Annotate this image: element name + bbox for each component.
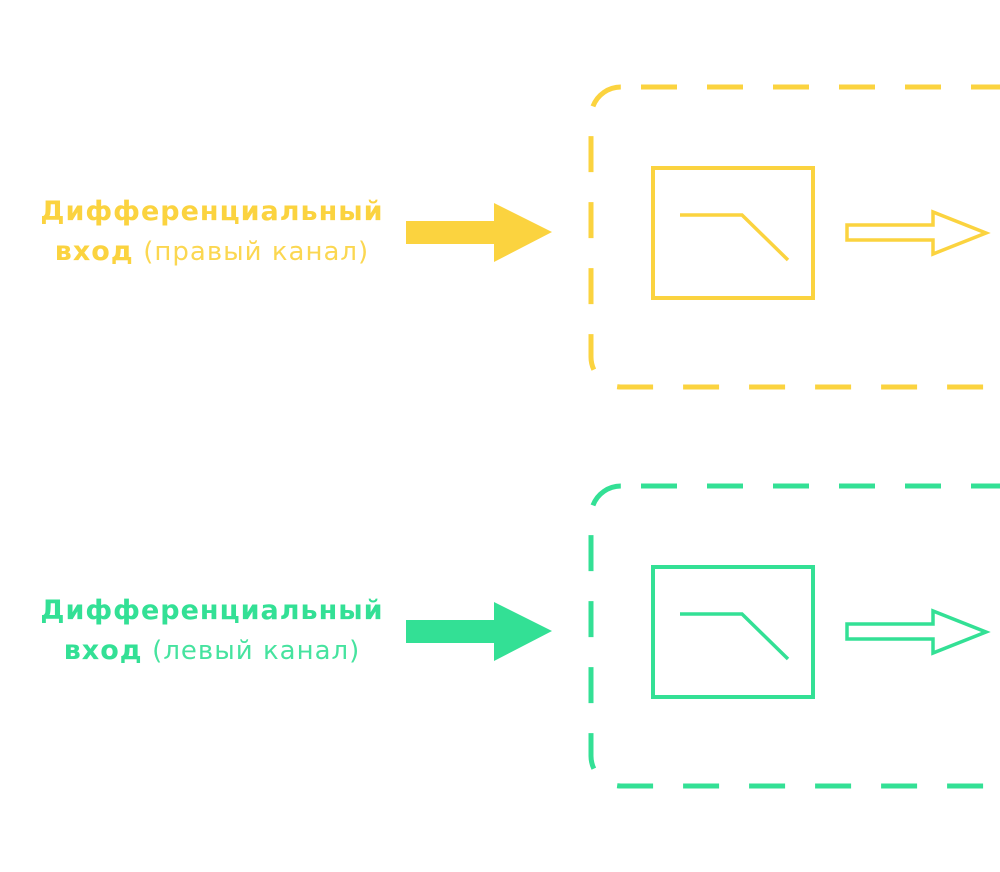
left-channel-word: вход — [63, 635, 143, 666]
right-channel-group — [406, 84, 1000, 390]
lowpass-filter-icon — [680, 213, 790, 262]
input-arrow-icon — [406, 203, 552, 262]
left-channel-label: Дифференциальный вход (левый канал) — [0, 591, 424, 671]
dashed-channel-box — [588, 483, 1000, 789]
left-channel-title: Дифференциальный — [40, 595, 384, 626]
filter-box — [651, 565, 815, 699]
dashed-channel-box — [588, 84, 1000, 390]
right-channel-word: вход — [54, 236, 134, 267]
output-arrow-icon — [845, 209, 991, 257]
input-arrow-icon — [406, 602, 552, 661]
lowpass-filter-icon — [680, 612, 790, 661]
right-channel-note: (правый канал) — [143, 237, 370, 267]
left-channel-group — [406, 483, 1000, 789]
left-channel-note: (левый канал) — [152, 636, 361, 666]
right-channel-title: Дифференциальный — [40, 196, 384, 227]
right-channel-label: Дифференциальный вход (правый канал) — [0, 192, 424, 272]
output-arrow-icon — [845, 608, 991, 656]
filter-box — [651, 166, 815, 300]
